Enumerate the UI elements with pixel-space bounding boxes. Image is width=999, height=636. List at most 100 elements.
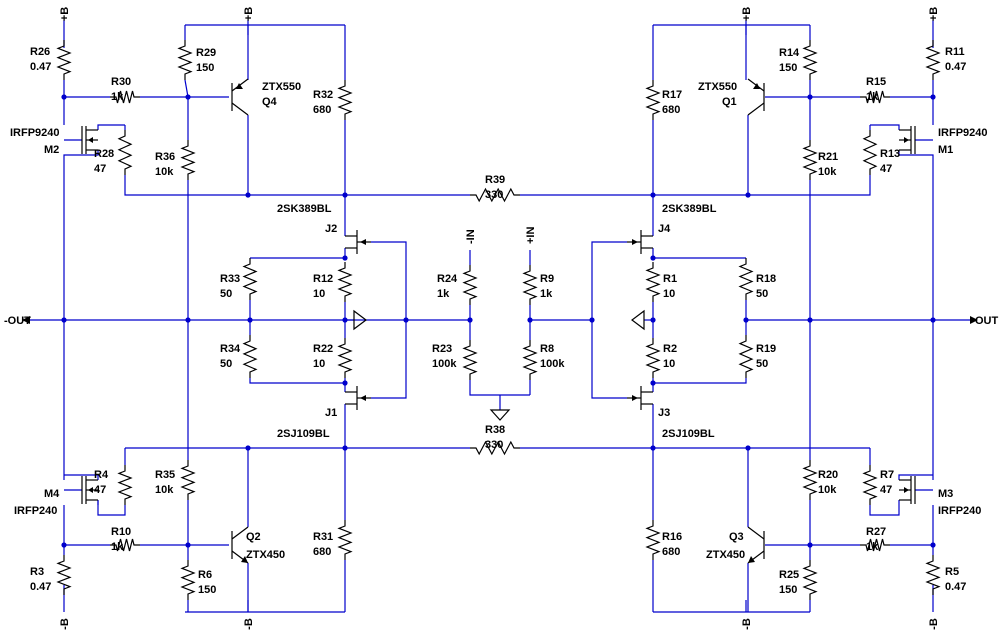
q1-part-label: ZTX550 (698, 81, 737, 93)
r34-value-label: 50 (220, 358, 232, 370)
neg-in-label: -IN (465, 229, 477, 244)
r10-resistor (110, 538, 140, 552)
r31-ref-label: R31 (313, 531, 333, 543)
r2-ref-label: R2 (663, 343, 677, 355)
j3-transistor (627, 386, 653, 410)
r17-value-label: 680 (662, 104, 680, 116)
r24-resistor (462, 265, 478, 305)
wire (63, 150, 99, 320)
r32-value-label: 680 (313, 104, 331, 116)
neg-out-arrow-icon (22, 316, 30, 324)
r26-ref-label: R26 (30, 46, 50, 58)
r29-ref-label: R29 (196, 47, 216, 59)
r11-value-label: 0.47 (945, 61, 966, 73)
wire (97, 124, 125, 130)
r8-value-label: 100k (540, 358, 565, 370)
r18-value-label: 50 (756, 288, 768, 300)
r2-value-label: 10 (663, 358, 675, 370)
r25-value-label: 150 (779, 584, 797, 596)
r25-ref-label: R25 (779, 569, 799, 581)
wire (249, 378, 345, 384)
r9-value-label: 1k (540, 288, 553, 300)
r14-resistor (802, 40, 818, 80)
r14-value-label: 150 (779, 62, 797, 74)
wire (371, 320, 407, 399)
neg-rail-label: -B (243, 618, 255, 630)
j4-ref-label: J4 (658, 223, 671, 235)
r10-value-label: 1k (111, 541, 124, 553)
r14-ref-label: R14 (779, 47, 800, 59)
r35-ref-label: R35 (155, 469, 175, 481)
r38-resistor (470, 440, 520, 456)
m3-transistor (899, 476, 916, 504)
r21-value-label: 10k (818, 166, 837, 178)
r8-ref-label: R8 (540, 343, 554, 355)
wire (870, 124, 900, 130)
r32-resistor (337, 80, 353, 120)
r20-value-label: 10k (818, 484, 837, 496)
r5-value-label: 0.47 (945, 581, 966, 593)
r18-resistor (738, 258, 754, 300)
r9-ref-label: R9 (540, 273, 554, 285)
wire (898, 150, 934, 320)
r34-ref-label: R34 (220, 343, 241, 355)
r8-resistor (522, 340, 538, 380)
r20-resistor (802, 460, 818, 500)
q3-transistor (747, 526, 765, 564)
neg-rail-label: -B (928, 618, 940, 630)
r4-resistor (117, 465, 133, 505)
r3-ref-label: R3 (30, 566, 44, 578)
q3-part-label: ZTX450 (706, 549, 745, 561)
r38-value-label: 330 (485, 439, 503, 451)
r28-ref-label: R28 (94, 148, 114, 160)
r36-ref-label: R36 (155, 151, 175, 163)
r27-value-label: 1k (866, 541, 879, 553)
r34-resistor (242, 335, 258, 378)
r13-resistor (862, 130, 878, 175)
j1-transistor (345, 386, 371, 410)
r19-ref-label: R19 (756, 343, 776, 355)
m2-transistor (81, 126, 98, 154)
r35-resistor (180, 460, 196, 500)
r26-value-label: 0.47 (30, 61, 51, 73)
neg-rail-label: -B (741, 618, 753, 630)
r20-ref-label: R20 (818, 469, 838, 481)
pos-rail-label: +B (928, 7, 940, 21)
r17-ref-label: R17 (662, 89, 682, 101)
r30-value-label: 1k (111, 91, 124, 103)
r28-value-label: 47 (94, 163, 106, 175)
r32-ref-label: R32 (313, 89, 333, 101)
r6-resistor (180, 560, 196, 600)
r21-ref-label: R21 (818, 151, 838, 163)
q4-transistor (231, 78, 249, 116)
r39-ref-label: R39 (485, 174, 505, 186)
j3-ref-label: J3 (658, 407, 670, 419)
j2-ref-label: J2 (325, 223, 337, 235)
wire (653, 175, 871, 196)
q1-transistor (747, 78, 765, 116)
r39-value-label: 330 (485, 189, 503, 201)
m4-part-label: IRFP240 (14, 505, 57, 517)
r38-ref-label: R38 (485, 424, 505, 436)
m4-ref-label: M4 (44, 488, 60, 500)
r16-value-label: 680 (662, 546, 680, 558)
input-ground-symbol (489, 409, 511, 421)
out-arrow-icon (970, 316, 978, 324)
m1-transistor (899, 126, 916, 154)
wire (64, 474, 99, 480)
wire (124, 175, 470, 196)
wire (591, 241, 627, 320)
r15-ref-label: R15 (866, 76, 886, 88)
wire (184, 79, 189, 98)
r33-value-label: 50 (220, 288, 232, 300)
q2-transistor (231, 526, 249, 564)
q2-part-label: ZTX450 (246, 549, 285, 561)
r22-value-label: 10 (313, 358, 325, 370)
r22-resistor (337, 338, 353, 378)
r24-ref-label: R24 (437, 273, 458, 285)
pos-in-label: +IN (525, 227, 537, 244)
r12-resistor (337, 262, 353, 302)
j1-part-label: 2SJ109BL (277, 428, 330, 440)
r15-resistor (860, 90, 890, 104)
